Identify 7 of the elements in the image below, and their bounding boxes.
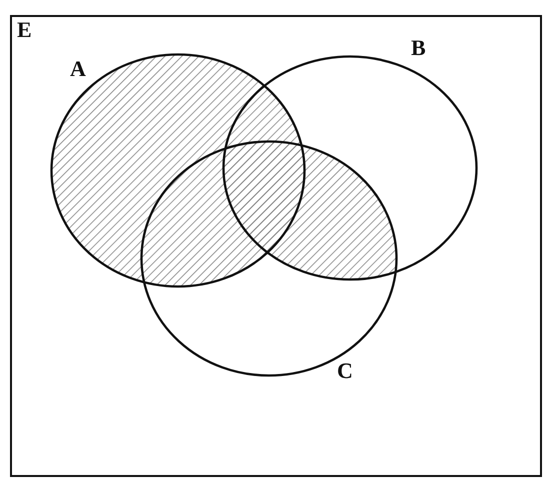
- universal-set-rectangle: [10, 15, 542, 477]
- set-circle: [140, 140, 398, 377]
- set-label: E: [17, 19, 32, 41]
- set-label: A: [70, 58, 86, 80]
- set-label: B: [411, 37, 426, 59]
- set-label: C: [337, 360, 353, 382]
- set-circle: [50, 53, 306, 288]
